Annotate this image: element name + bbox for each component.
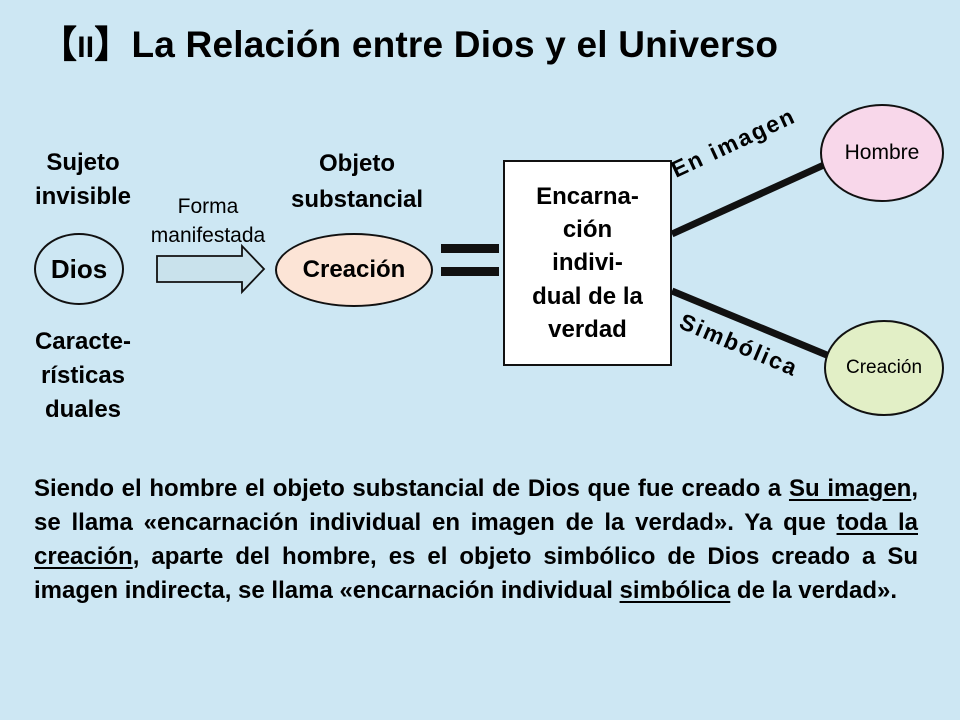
box-line-2: ción [562, 216, 613, 244]
box-line-3: indivi- [552, 249, 623, 277]
equals-sign-top-bar [441, 244, 499, 253]
risticas-line: rísticas [40, 362, 126, 390]
equals-sign-bottom-bar [441, 267, 499, 276]
paragraph-part-1: Siendo el hombre el objeto substancial d… [34, 475, 789, 502]
title-bracket-left: 【 [40, 24, 78, 65]
box-line-5: verdad [548, 315, 627, 343]
manifestada-line: manifestada [150, 223, 266, 247]
paragraph-part-4: de la verdad». [730, 577, 898, 605]
paragraph-underline-simbolica: simbólica [619, 577, 731, 605]
creacion-right-label: Creación [845, 357, 923, 378]
dios-node: Dios [34, 233, 124, 305]
dios-label: Dios [50, 253, 108, 284]
invisible-line: invisible [34, 183, 132, 211]
substancial-line: substancial [290, 186, 424, 213]
hombre-node: Hombre [820, 104, 944, 202]
branch-line-lower [670, 287, 836, 362]
caracte-line: Caracte- [34, 328, 132, 355]
sujeto-line: Sujeto [46, 149, 120, 176]
forma-line: Forma [177, 195, 239, 218]
title-bracket-right: 】 [94, 24, 132, 65]
duales-line: duales [44, 396, 122, 424]
branch-line-upper [670, 160, 828, 238]
hombre-label: Hombre [844, 141, 920, 164]
paragraph-underline-su-imagen: Su imagen [788, 475, 912, 502]
caracteristicas-duales-label: Caracte- rísticas duales [0, 325, 166, 427]
page-title: 【II】La Relación entre Dios y el Universo [40, 14, 778, 68]
creacion-label: Creación [302, 256, 406, 283]
creacion-node: Creación [275, 233, 433, 307]
sujeto-invisible-label: Sujeto invisible [0, 146, 166, 214]
explanation-paragraph: Siendo el hombre el objeto substancial d… [34, 472, 918, 608]
title-text: La Relación entre Dios y el Universo [131, 24, 779, 65]
creacion-right-node: Creación [824, 320, 944, 416]
box-line-1: Encarna- [536, 183, 639, 211]
objeto-substancial-label: Objeto substancial [262, 146, 452, 218]
title-roman-numeral: II [77, 31, 95, 64]
box-line-4: dual de la [532, 282, 643, 310]
encarnacion-box: Encarna- ción indivi- dual de la verdad [503, 160, 672, 366]
paragraph-underline-toda-la-creacion: toda la creación [34, 509, 918, 571]
paragraph-part-2: , se llama «encarnación individual en im… [34, 475, 919, 537]
paragraph-part-3: , aparte del hombre, es el objeto simból… [34, 543, 918, 605]
forma-manifestada-arrow [156, 243, 266, 295]
forma-manifestada-label: Forma manifestada [128, 193, 288, 251]
objeto-line: Objeto [319, 150, 395, 177]
